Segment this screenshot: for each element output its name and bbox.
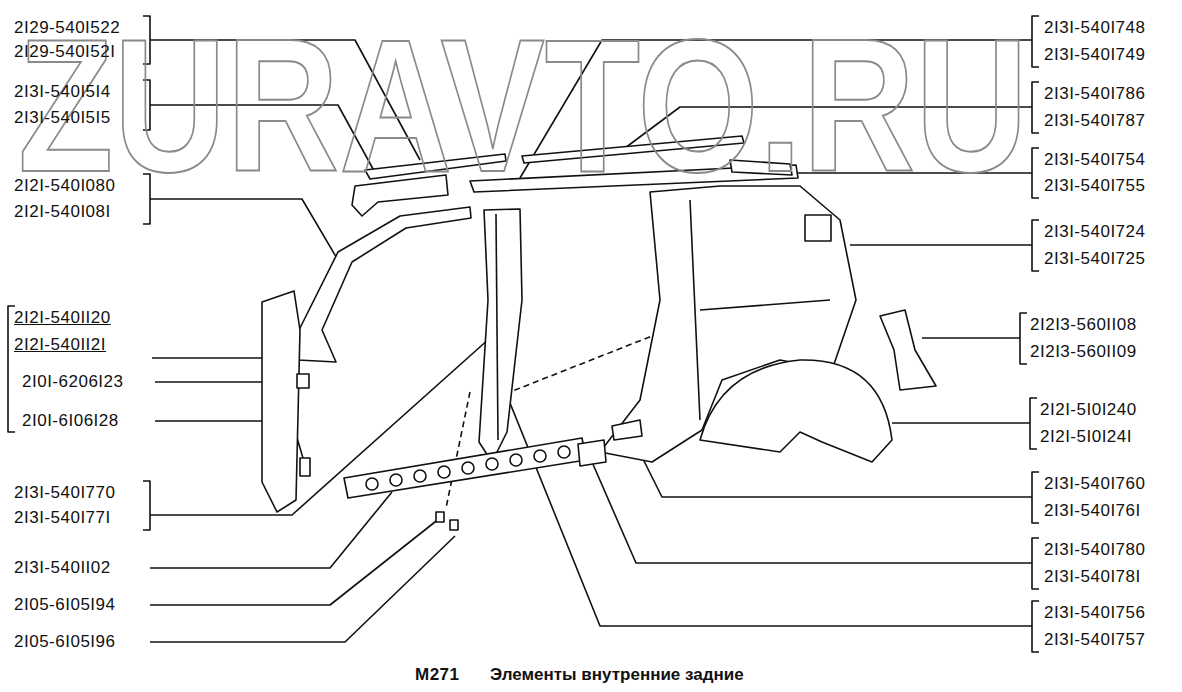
part-number: 2I3I-540I78I [1044, 567, 1141, 587]
part-number: 2I3I-540I77I [14, 508, 111, 528]
part-number: 2I3I-540I757 [1044, 630, 1145, 650]
caption: Элементы внутренние задние [490, 665, 744, 685]
part-number: 2I3I-540I760 [1044, 474, 1145, 494]
part-number: 2I2I-540II2I [14, 335, 106, 355]
part-number: 2I2I-540I08I [14, 202, 111, 222]
part-number: 2I29-540I52I [14, 42, 115, 62]
part-number: 2I2I3-560II09 [1030, 342, 1137, 362]
part-number: 2I3I-540I749 [1044, 45, 1145, 65]
part-number: 2I3I-540I724 [1044, 222, 1145, 242]
part-number: 2I3I-540I770 [14, 483, 115, 503]
part-number: 2I0I-6206I23 [22, 372, 123, 392]
part-number: 2I29-540I522 [14, 18, 120, 38]
part-number: 2I2I-540II20 [14, 308, 111, 328]
part-number: 2I3I-540I786 [1044, 84, 1145, 104]
part-number: 2I2I3-560II08 [1030, 315, 1137, 335]
part-number: 2I05-6I05I94 [14, 595, 115, 615]
figure-number: M271 [415, 665, 460, 685]
part-number: 2I2I-540I080 [14, 176, 115, 196]
part-number: 2I3I-540I5I4 [14, 82, 111, 102]
part-number: 2I3I-540II02 [14, 558, 111, 578]
part-number: 2I3I-540I787 [1044, 111, 1145, 131]
part-number: 2I2I-5I0I240 [1040, 400, 1137, 420]
part-number: 2I3I-540I76I [1044, 501, 1141, 521]
part-number: 2I3I-540I748 [1044, 18, 1145, 38]
part-number: 2I3I-540I5I5 [14, 108, 111, 128]
part-number: 2I3I-540I756 [1044, 603, 1145, 623]
part-number: 2I05-6I05I96 [14, 632, 115, 652]
part-number: 2I3I-540I725 [1044, 249, 1145, 269]
part-number: 2I0I-6I06I28 [22, 411, 119, 431]
part-number: 2I2I-5I0I24I [1040, 427, 1132, 447]
part-number: 2I3I-540I780 [1044, 540, 1145, 560]
part-number: 2I3I-540I754 [1044, 150, 1145, 170]
watermark: ZURAVTO.RU [18, 10, 1028, 200]
part-number: 2I3I-540I755 [1044, 176, 1145, 196]
